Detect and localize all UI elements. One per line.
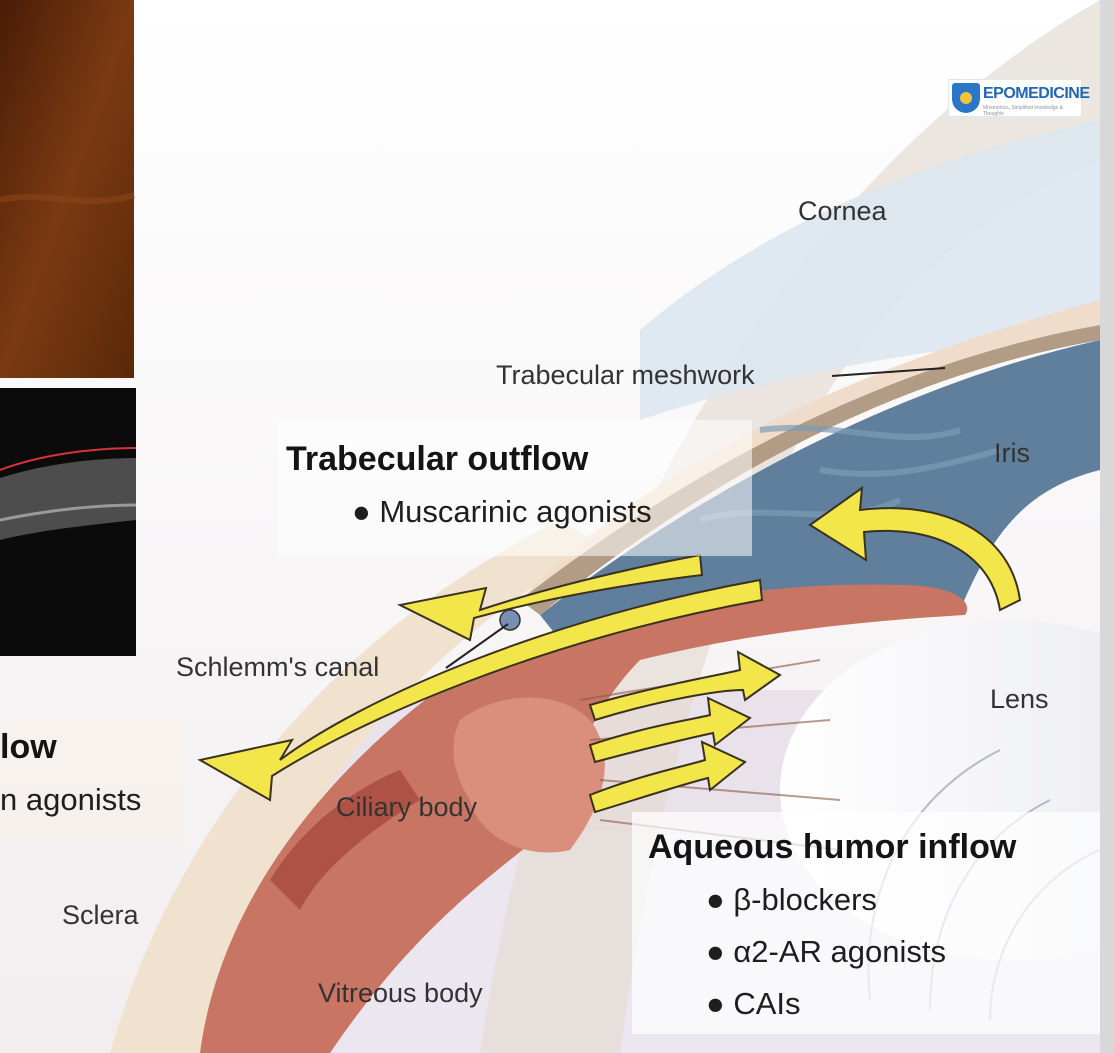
muscarinic-agonists-text: Muscarinic agonists: [379, 494, 651, 529]
logo-tagline: Mnemonics, Simplified knowledge & Though…: [983, 105, 1081, 117]
trabecular-outflow-item-1: ● Muscarinic agonists: [352, 494, 652, 530]
logo-name: EPOMEDICINE: [983, 85, 1090, 103]
iris-label: Iris: [994, 438, 1030, 469]
aqueous-inflow-item-1: ● β-blockers: [706, 882, 877, 918]
lens-label: Lens: [990, 684, 1049, 715]
bullet: ●: [352, 494, 379, 529]
left-fragment-heading: low: [0, 728, 57, 767]
epomedicine-logo: EPOMEDICINE Mnemonics, Simplified knowle…: [948, 79, 1082, 117]
cais-text: CAIs: [733, 986, 800, 1021]
beta-blockers-text: β-blockers: [733, 882, 877, 917]
cornea-label: Cornea: [798, 196, 887, 227]
sclera-label: Sclera: [62, 900, 139, 931]
trabecular-meshwork-label: Trabecular meshwork: [496, 360, 755, 391]
bullet: ●: [706, 882, 733, 917]
vitreous-body-label: Vitreous body: [318, 978, 483, 1009]
schlemms-canal-label: Schlemm's canal: [176, 652, 379, 683]
bullet: ●: [706, 934, 733, 969]
shield-icon: [952, 83, 980, 113]
right-edge-strip: [1100, 0, 1114, 1053]
trabecular-outflow-heading: Trabecular outflow: [286, 440, 588, 479]
ciliary-body-label: Ciliary body: [336, 792, 477, 823]
alpha2-ar-agonists-text: α2-AR agonists: [733, 934, 946, 969]
aqueous-inflow-heading: Aqueous humor inflow: [648, 828, 1016, 867]
bullet: ●: [706, 986, 733, 1021]
fundus-photo: [0, 0, 134, 378]
aqueous-inflow-item-2: ● α2-AR agonists: [706, 934, 946, 970]
left-fragment-item: n agonists: [0, 782, 141, 818]
aqueous-inflow-item-3: ● CAIs: [706, 986, 801, 1022]
